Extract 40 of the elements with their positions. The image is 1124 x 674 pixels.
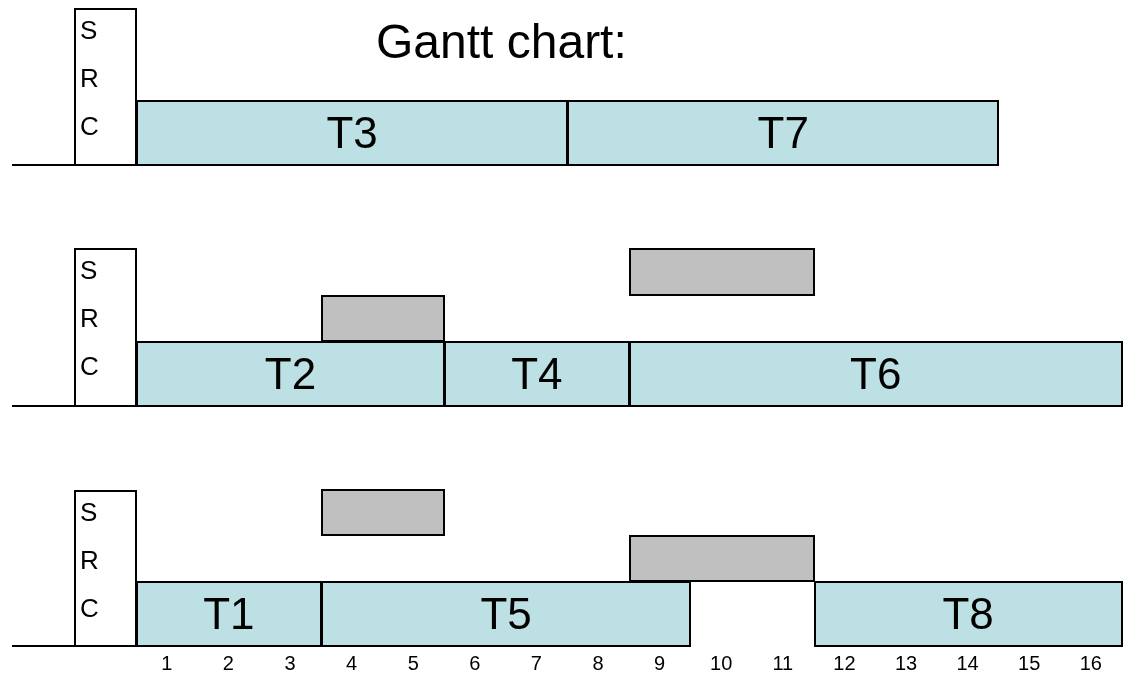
busy-block <box>320 489 445 536</box>
task-bar <box>444 341 630 407</box>
time-tick-label: 4 <box>345 652 359 674</box>
time-tick-label: 7 <box>529 652 543 674</box>
time-tick-label: 14 <box>955 652 980 674</box>
time-tick-label: 9 <box>653 652 667 674</box>
time-tick-label: 1 <box>160 652 174 674</box>
task-label: T4 <box>511 349 563 399</box>
task-label: T8 <box>942 589 994 639</box>
task-label: T6 <box>850 349 902 399</box>
task-bar <box>320 581 692 647</box>
task-label: T7 <box>757 108 809 158</box>
time-tick-label: 8 <box>591 652 605 674</box>
time-tick-label: 6 <box>468 652 482 674</box>
task-label: T2 <box>264 349 317 399</box>
task-bar <box>136 100 569 166</box>
chart-title: Gantt chart: <box>376 14 627 69</box>
busy-block <box>320 295 445 342</box>
task-bar <box>136 581 322 647</box>
time-tick-label: 12 <box>832 652 857 674</box>
busy-block <box>628 248 815 296</box>
task-bar <box>136 341 445 407</box>
time-tick-label: 11 <box>771 652 795 674</box>
resource-box <box>74 490 137 647</box>
resource-box <box>74 248 137 407</box>
time-tick-label: 10 <box>709 652 734 674</box>
task-label: T1 <box>203 589 255 639</box>
task-label: T5 <box>480 589 532 639</box>
time-tick-label: 3 <box>283 652 297 674</box>
time-tick-label: 2 <box>221 652 235 674</box>
task-label: T3 <box>326 108 378 158</box>
time-tick-label: 15 <box>1017 652 1042 674</box>
time-tick-label: 13 <box>893 652 919 674</box>
busy-block <box>628 535 815 582</box>
task-bar <box>813 581 1123 647</box>
resource-box <box>74 8 137 166</box>
time-tick-label: 16 <box>1078 652 1103 674</box>
task-bar <box>628 341 1123 407</box>
task-bar <box>567 100 1000 166</box>
time-tick-label: 5 <box>406 652 420 674</box>
